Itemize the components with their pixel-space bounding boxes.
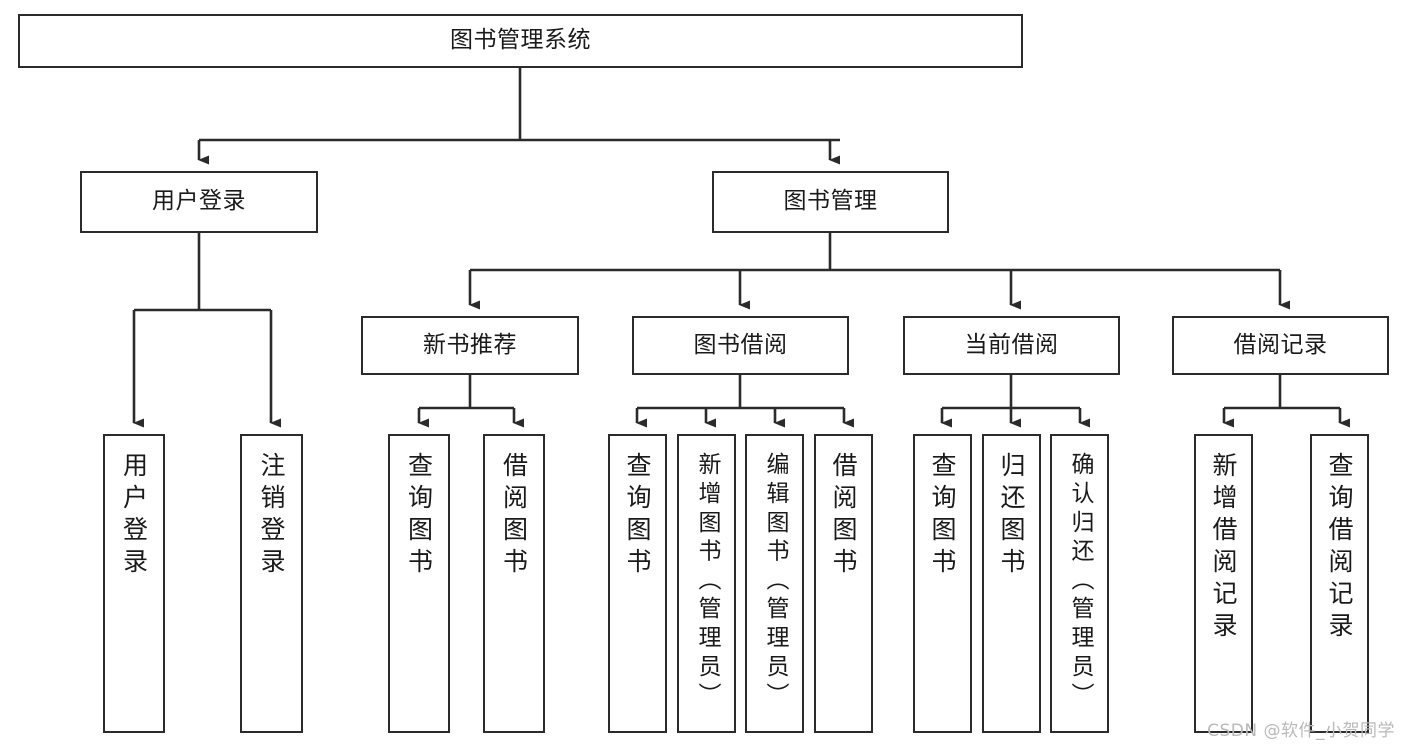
leaf-label: 确认归还（管理员） [1067,452,1093,712]
node-user-login[interactable]: 用户登录 [80,171,318,233]
leaf-query-book-borrow[interactable]: 查询图书 [608,434,667,733]
leaf-query-borrow-record[interactable]: 查询借阅记录 [1310,434,1369,733]
leaf-label: 注销登录 [257,452,286,580]
node-book-management-label: 图书管理 [783,188,878,215]
node-new-book-recommend[interactable]: 新书推荐 [361,316,579,375]
leaf-return-book[interactable]: 归还图书 [982,434,1041,733]
leaf-edit-book-admin[interactable]: 编辑图书（管理员） [745,434,804,733]
leaf-label: 借阅图书 [499,452,529,580]
watermark: CSDN @软件_小贺同学 [1207,721,1395,741]
leaf-label: 归还图书 [997,452,1026,580]
leaf-borrow-book[interactable]: 借阅图书 [814,434,873,733]
node-book-borrow[interactable]: 图书借阅 [632,316,849,375]
leaf-logout-login[interactable]: 注销登录 [240,434,303,733]
leaf-label: 查询图书 [404,452,434,580]
node-current-borrow[interactable]: 当前借阅 [903,316,1120,375]
leaf-user-login[interactable]: 用户登录 [103,434,165,733]
leaf-query-book-current[interactable]: 查询图书 [913,434,972,733]
leaf-borrow-book-newbook[interactable]: 借阅图书 [483,434,545,733]
leaf-label: 用户登录 [119,452,149,580]
node-new-book-recommend-label: 新书推荐 [423,331,517,358]
leaf-add-borrow-record[interactable]: 新增借阅记录 [1194,434,1253,733]
leaf-label: 查询图书 [623,452,652,580]
leaf-label: 查询图书 [928,452,957,580]
node-borrow-record-label: 借阅记录 [1233,331,1328,358]
node-root[interactable]: 图书管理系统 [18,14,1023,68]
node-borrow-record[interactable]: 借阅记录 [1172,316,1389,375]
node-user-login-label: 用户登录 [152,188,246,215]
node-root-label: 图书管理系统 [450,27,591,54]
leaf-label: 借阅图书 [829,452,858,580]
leaf-label: 查询借阅记录 [1325,452,1354,644]
leaf-add-book-admin[interactable]: 新增图书（管理员） [677,434,736,733]
leaf-label: 编辑图书（管理员） [762,452,788,712]
node-book-management[interactable]: 图书管理 [712,171,949,233]
leaf-query-book-newbook[interactable]: 查询图书 [388,434,450,733]
leaf-label: 新增借阅记录 [1209,452,1238,644]
leaf-label: 新增图书（管理员） [694,452,720,712]
node-book-borrow-label: 图书借阅 [693,331,788,358]
leaf-confirm-return-admin[interactable]: 确认归还（管理员） [1050,434,1109,733]
node-current-borrow-label: 当前借阅 [964,331,1059,358]
